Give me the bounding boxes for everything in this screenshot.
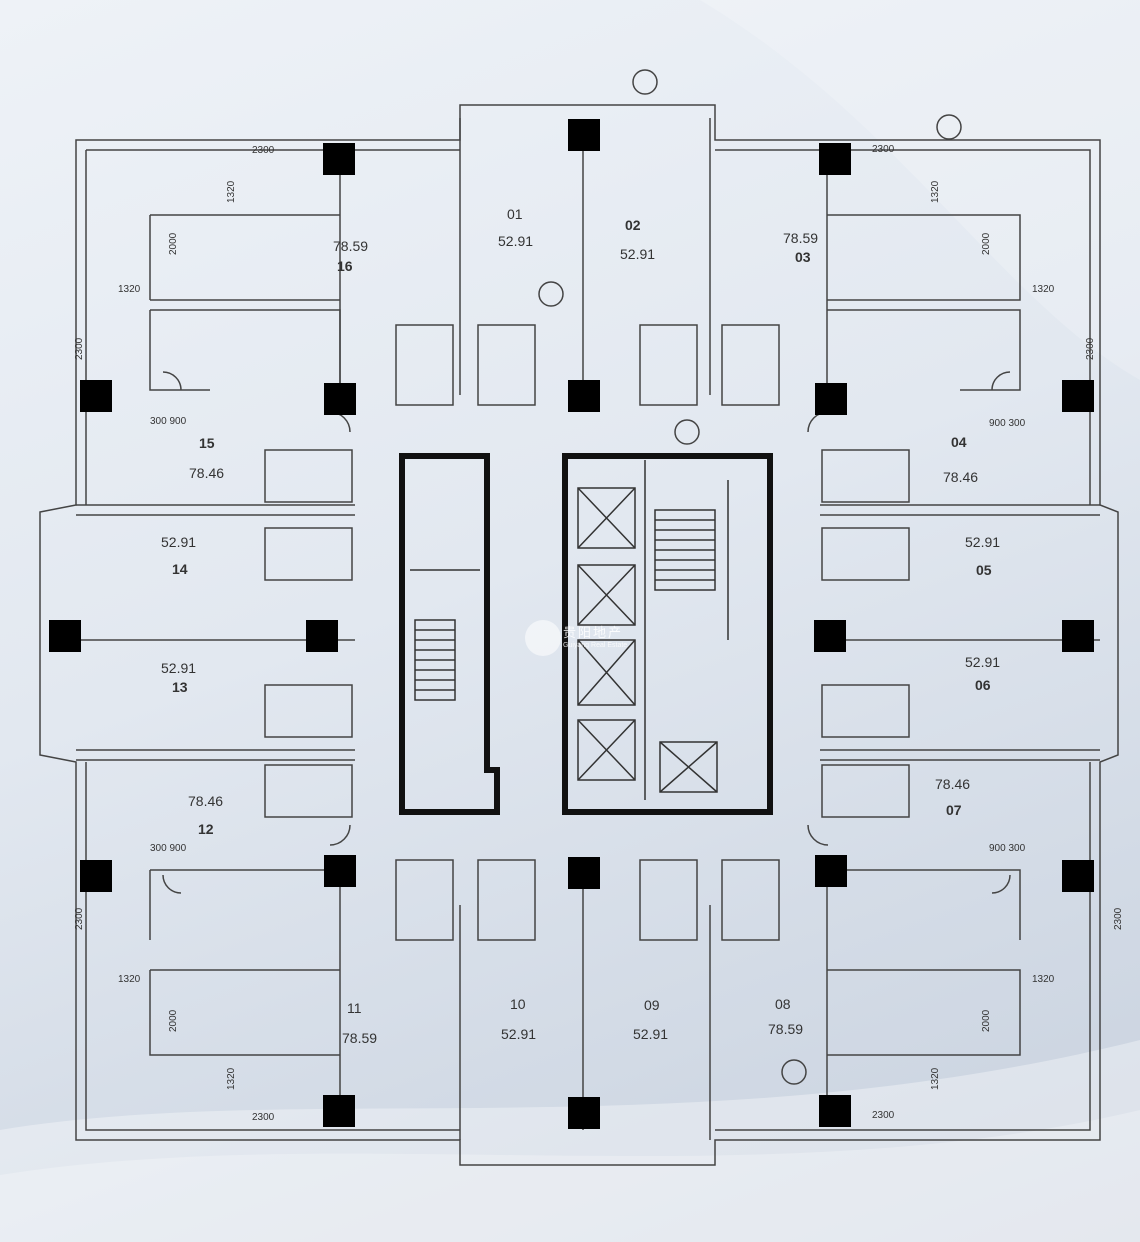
dim-1320-right-bottom: 1320 <box>1032 974 1055 985</box>
dim-2300-bottom-right: 2300 <box>872 1110 895 1121</box>
dim-2000-right-bottom: 2000 <box>981 1009 992 1032</box>
dim-2300-left-vert-bottom: 2300 <box>74 907 85 930</box>
dim-2300-bottom-left: 2300 <box>252 1112 275 1123</box>
unit-11-number: 11 <box>347 1000 362 1016</box>
watermark-name: 贵阳地产 <box>563 625 624 640</box>
unit-08-area: 78.59 <box>768 1021 803 1037</box>
core-walls <box>399 453 773 815</box>
unit-16-area: 78.59 <box>333 238 368 254</box>
unit-08-number: 08 <box>775 996 791 1012</box>
column-1 <box>323 143 355 175</box>
unit-14-number: 14 <box>172 561 188 577</box>
column-18 <box>323 1095 355 1127</box>
column-15 <box>324 855 356 887</box>
watermark-subtitle: Guiyang Real Estate <box>563 642 628 649</box>
dim-2300-top-left: 2300 <box>252 145 275 156</box>
column-19 <box>568 1097 600 1129</box>
dim-2000-left-top: 2000 <box>168 232 179 255</box>
dim-2000-right-top: 2000 <box>981 232 992 255</box>
column-9 <box>306 620 338 652</box>
dim-1320-right-top: 1320 <box>1032 284 1055 295</box>
unit-10-area: 52.91 <box>501 1026 536 1042</box>
unit-03-number: 03 <box>795 249 811 265</box>
unit-09-number: 09 <box>644 997 660 1013</box>
dim-1320-right-vert-top: 1320 <box>930 180 941 203</box>
dim-1320-right-vert-bottom: 1320 <box>930 1067 941 1090</box>
unit-05-area: 52.91 <box>965 534 1000 550</box>
unit-labels: 01 52.91 02 52.91 78.59 03 04 78.46 52.9… <box>161 206 1000 1046</box>
dim-1320-left-top: 1320 <box>118 284 141 295</box>
unit-01-area: 52.91 <box>498 233 533 249</box>
unit-12-area: 78.46 <box>188 793 223 809</box>
column-6 <box>324 383 356 415</box>
unit-15-number: 15 <box>199 435 215 451</box>
dim-1320-left-bottom: 1320 <box>118 974 141 985</box>
column-14 <box>1062 860 1094 892</box>
dim-2300-right-vert-top: 2300 <box>1085 337 1096 360</box>
unit-06-number: 06 <box>975 677 991 693</box>
column-5 <box>1062 380 1094 412</box>
dim-900-300-top-right: 900 300 <box>989 418 1026 429</box>
unit-07-area: 78.46 <box>935 776 970 792</box>
column-7 <box>568 380 600 412</box>
unit-04-number: 04 <box>951 434 967 450</box>
unit-04-area: 78.46 <box>943 469 978 485</box>
column-8 <box>815 383 847 415</box>
column-17 <box>815 855 847 887</box>
column-4 <box>80 380 112 412</box>
column-20 <box>819 1095 851 1127</box>
unit-03-area: 78.59 <box>783 230 818 246</box>
column-10 <box>814 620 846 652</box>
column-13 <box>80 860 112 892</box>
unit-16-number: 16 <box>337 258 353 274</box>
dim-2300-right-vert-bottom: 2300 <box>1113 907 1124 930</box>
unit-12-number: 12 <box>198 821 214 837</box>
column-16 <box>568 857 600 889</box>
column-11 <box>49 620 81 652</box>
unit-11-area: 78.59 <box>342 1030 377 1046</box>
column-12 <box>1062 620 1094 652</box>
unit-15-area: 78.46 <box>189 465 224 481</box>
unit-02-area: 52.91 <box>620 246 655 262</box>
unit-13-area: 52.91 <box>161 660 196 676</box>
unit-07-number: 07 <box>946 802 962 818</box>
unit-14-area: 52.91 <box>161 534 196 550</box>
watermark-logo <box>525 620 561 656</box>
dim-1320-left-vert-bottom: 1320 <box>226 1067 237 1090</box>
unit-05-number: 05 <box>976 562 992 578</box>
dim-2300-top-right: 2300 <box>872 144 895 155</box>
core-interior <box>410 460 729 800</box>
unit-06-area: 52.91 <box>965 654 1000 670</box>
floor-plan-walls <box>39 69 1119 1166</box>
dim-2300-left-vert-top: 2300 <box>74 337 85 360</box>
dim-300-900-bottom-left: 300 900 <box>150 843 187 854</box>
unit-01-number: 01 <box>507 206 523 222</box>
dim-2000-left-bottom: 2000 <box>168 1009 179 1032</box>
dim-1320-left-vert-top: 1320 <box>226 180 237 203</box>
unit-09-area: 52.91 <box>633 1026 668 1042</box>
column-3 <box>819 143 851 175</box>
structural-columns <box>49 119 1094 1129</box>
dim-300-900-top-left: 300 900 <box>150 416 187 427</box>
dimension-labels: 2300 2300 1320 1320 1320 1320 2300 2300 … <box>74 144 1124 1123</box>
dim-900-300-bottom-right: 900 300 <box>989 843 1026 854</box>
unit-13-number: 13 <box>172 679 188 695</box>
unit-02-number: 02 <box>625 217 641 233</box>
unit-10-number: 10 <box>510 996 526 1012</box>
column-2 <box>568 119 600 151</box>
